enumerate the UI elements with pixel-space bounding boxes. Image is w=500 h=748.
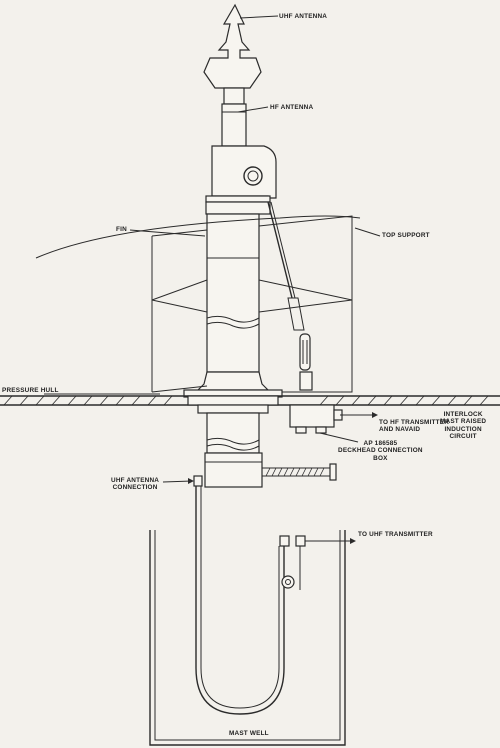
label-pressure-hull: PRESSURE HULL xyxy=(2,387,59,394)
fin-outline xyxy=(35,215,361,393)
mast-tube xyxy=(183,213,283,398)
uhf-transmitter-connector-left xyxy=(279,535,290,547)
label-top-support: TOP SUPPORT xyxy=(382,232,430,239)
leader-lines xyxy=(44,15,381,544)
label-to-hf-transmitter-line2: AND NAVAID xyxy=(379,426,421,434)
deckhead-connection-box xyxy=(289,404,343,434)
hf-antenna-shape xyxy=(221,87,247,147)
label-interlock-line4: CIRCUIT xyxy=(449,433,477,441)
label-to-uhf-transmitter: TO UHF TRANSMITTER xyxy=(358,531,433,538)
label-fin: FIN xyxy=(116,226,127,233)
mast-head xyxy=(205,145,277,215)
label-deckhead-line1: AP 186585 xyxy=(363,440,398,447)
label-to-hf-transmitter-line1: TO HF TRANSMITTER xyxy=(379,419,450,426)
label-interlock-line2: MAST RAISED xyxy=(440,418,487,426)
uhf-transmitter-connector-right xyxy=(295,535,306,547)
label-uhf-antenna-connection: UHF ANTENNA CONNECTION xyxy=(111,477,159,492)
label-interlock-line3: INDUCTION xyxy=(444,425,482,433)
label-deckhead-line2: DECKHEAD CONNECTION xyxy=(338,447,423,455)
label-hf-antenna: HF ANTENNA xyxy=(270,104,314,111)
label-deckhead-line3: BOX xyxy=(373,454,388,462)
label-to-hf-transmitter: TO HF TRANSMITTER AND NAVAID xyxy=(379,419,449,434)
turnbuckle xyxy=(299,333,311,371)
label-interlock-line1: INTERLOCK xyxy=(443,411,483,418)
label-deckhead-connection-box: AP 186585 DECKHEAD CONNECTION BOX xyxy=(338,440,423,462)
label-uhf-connection-line1: UHF ANTENNA xyxy=(111,477,160,484)
uhf-cable-loop xyxy=(195,486,285,715)
cable-gland xyxy=(281,575,295,589)
label-mast-well: MAST WELL xyxy=(229,730,269,737)
stay-rod xyxy=(267,201,313,391)
label-uhf-connection-line2: CONNECTION xyxy=(112,484,158,492)
mast-well xyxy=(149,530,346,746)
label-interlock: INTERLOCK MAST RAISED INDUCTION CIRCUIT xyxy=(440,411,486,441)
label-uhf-antenna: UHF ANTENNA xyxy=(279,13,328,20)
mast-pivot-ring xyxy=(243,166,263,186)
uhf-antenna-connector xyxy=(193,475,203,487)
threaded-rod xyxy=(262,463,337,481)
hull-gland xyxy=(187,395,279,488)
